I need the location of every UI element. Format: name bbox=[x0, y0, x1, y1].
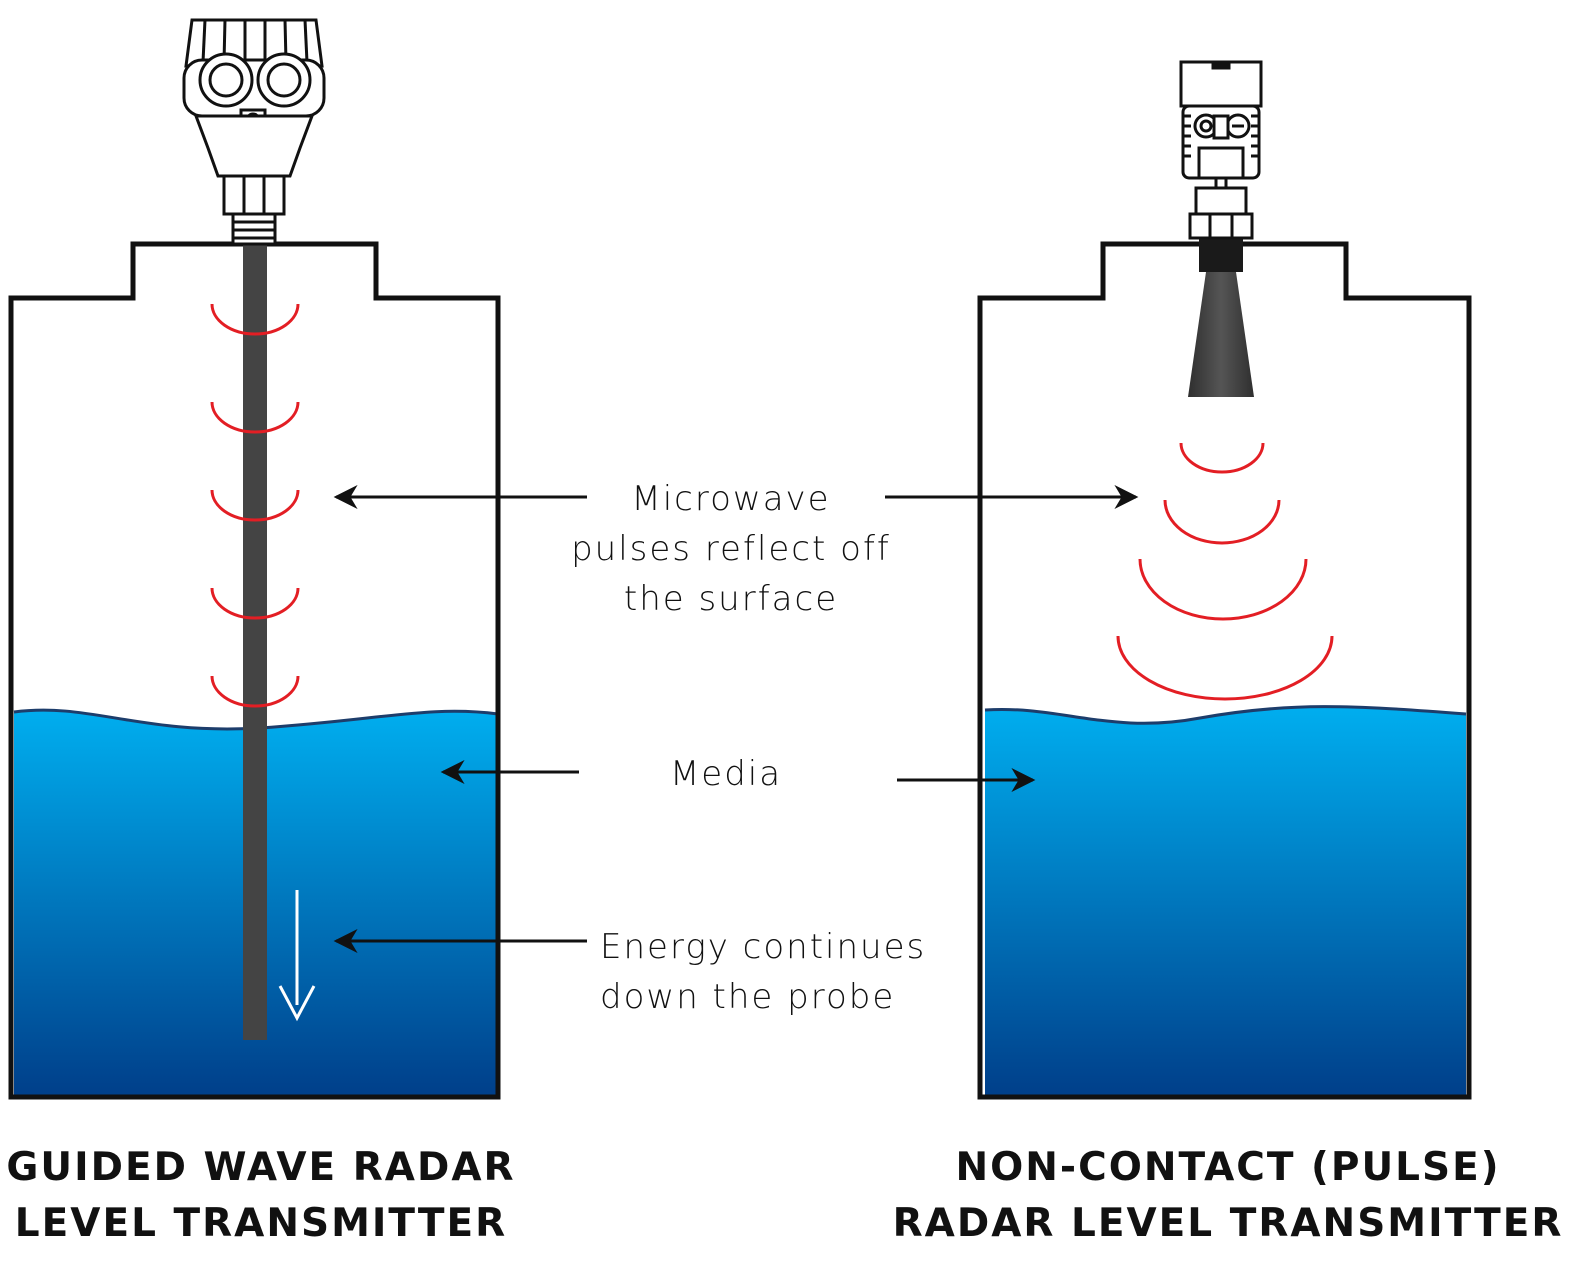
label-energy: Energy continues down the probe bbox=[600, 922, 960, 1022]
callout-arrows bbox=[333, 485, 1139, 953]
prt-neck bbox=[1194, 186, 1248, 216]
right-pulse-2 bbox=[1163, 499, 1281, 545]
energy-down-arrow bbox=[278, 890, 316, 1022]
caption-non-contact: NON-CONTACT (PULSE) RADAR LEVEL TRANSMIT… bbox=[878, 1140, 1578, 1252]
left-pulse-4 bbox=[210, 587, 300, 620]
caption-guided-wave-line-2: LEVEL TRANSMITTER bbox=[14, 1201, 508, 1246]
left-pulse-3 bbox=[210, 489, 300, 522]
left-pulse-5 bbox=[210, 675, 300, 708]
gwr-neck bbox=[193, 114, 315, 178]
guided-wave-probe bbox=[243, 243, 267, 1040]
horn-antenna-cone bbox=[1188, 272, 1254, 397]
label-energy-line-2: down the probe bbox=[600, 977, 896, 1017]
label-energy-line-1: Energy continues bbox=[600, 927, 927, 967]
caption-non-contact-line-1: NON-CONTACT (PULSE) bbox=[955, 1145, 1501, 1190]
caption-guided-wave-line-1: GUIDED WAVE RADAR bbox=[6, 1145, 516, 1190]
left-pulse-1 bbox=[210, 303, 300, 336]
right-water-surface bbox=[984, 705, 1467, 725]
left-tank-outline bbox=[8, 241, 501, 1100]
horn-antenna bbox=[1188, 238, 1254, 397]
right-pulse-3 bbox=[1138, 558, 1308, 621]
right-tank bbox=[977, 241, 1472, 1100]
left-microwave-pulses bbox=[210, 303, 300, 708]
prt-base bbox=[1197, 146, 1245, 180]
label-media: Media bbox=[669, 754, 783, 794]
left-pulse-2 bbox=[210, 401, 300, 434]
pulse-radar-transmitter bbox=[1179, 60, 1263, 240]
label-microwave-line-1: Microwave bbox=[631, 479, 831, 519]
caption-non-contact-line-2: RADAR LEVEL TRANSMITTER bbox=[892, 1201, 1564, 1246]
label-microwave-pulses: Microwave pulses reflect off the surface bbox=[536, 474, 926, 624]
caption-guided-wave: GUIDED WAVE RADAR LEVEL TRANSMITTER bbox=[0, 1140, 522, 1252]
prt-nut bbox=[1188, 212, 1254, 240]
label-microwave-line-3: the surface bbox=[623, 579, 839, 619]
right-tank-outline bbox=[977, 241, 1472, 1100]
right-pulse-1 bbox=[1179, 442, 1265, 474]
guided-wave-transmitter bbox=[182, 18, 326, 246]
gwr-nut bbox=[222, 174, 286, 216]
right-pulse-4 bbox=[1116, 635, 1334, 701]
horn-antenna-collar bbox=[1199, 238, 1243, 272]
right-tank-water bbox=[985, 706, 1466, 1096]
label-microwave-line-2: pulses reflect off bbox=[571, 529, 891, 569]
right-microwave-pulses bbox=[1116, 442, 1334, 701]
